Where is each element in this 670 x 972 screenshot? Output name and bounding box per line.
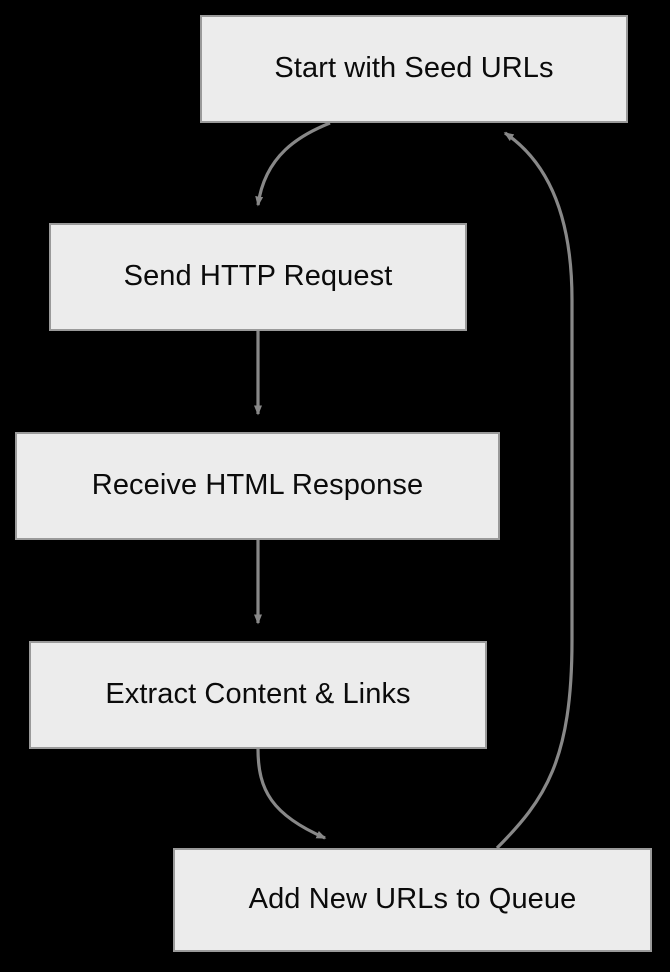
node-label: Send HTTP Request <box>123 260 393 293</box>
edge-start-to-send <box>255 121 331 207</box>
node-receive-html-response[interactable]: Receive HTML Response <box>15 432 500 540</box>
node-label: Receive HTML Response <box>91 469 424 502</box>
edge-extract-to-queue <box>256 748 327 840</box>
node-send-http-request[interactable]: Send HTTP Request <box>49 223 467 331</box>
node-start-with-seed-urls[interactable]: Start with Seed URLs <box>200 15 628 123</box>
node-add-new-urls-to-queue[interactable]: Add New URLs to Queue <box>173 848 652 952</box>
node-label: Extract Content & Links <box>105 678 411 711</box>
node-label: Add New URLs to Queue <box>248 883 577 916</box>
node-extract-content-and-links[interactable]: Extract Content & Links <box>29 641 487 749</box>
node-label: Start with Seed URLs <box>274 52 554 85</box>
edge-queue-to-start <box>495 131 574 850</box>
